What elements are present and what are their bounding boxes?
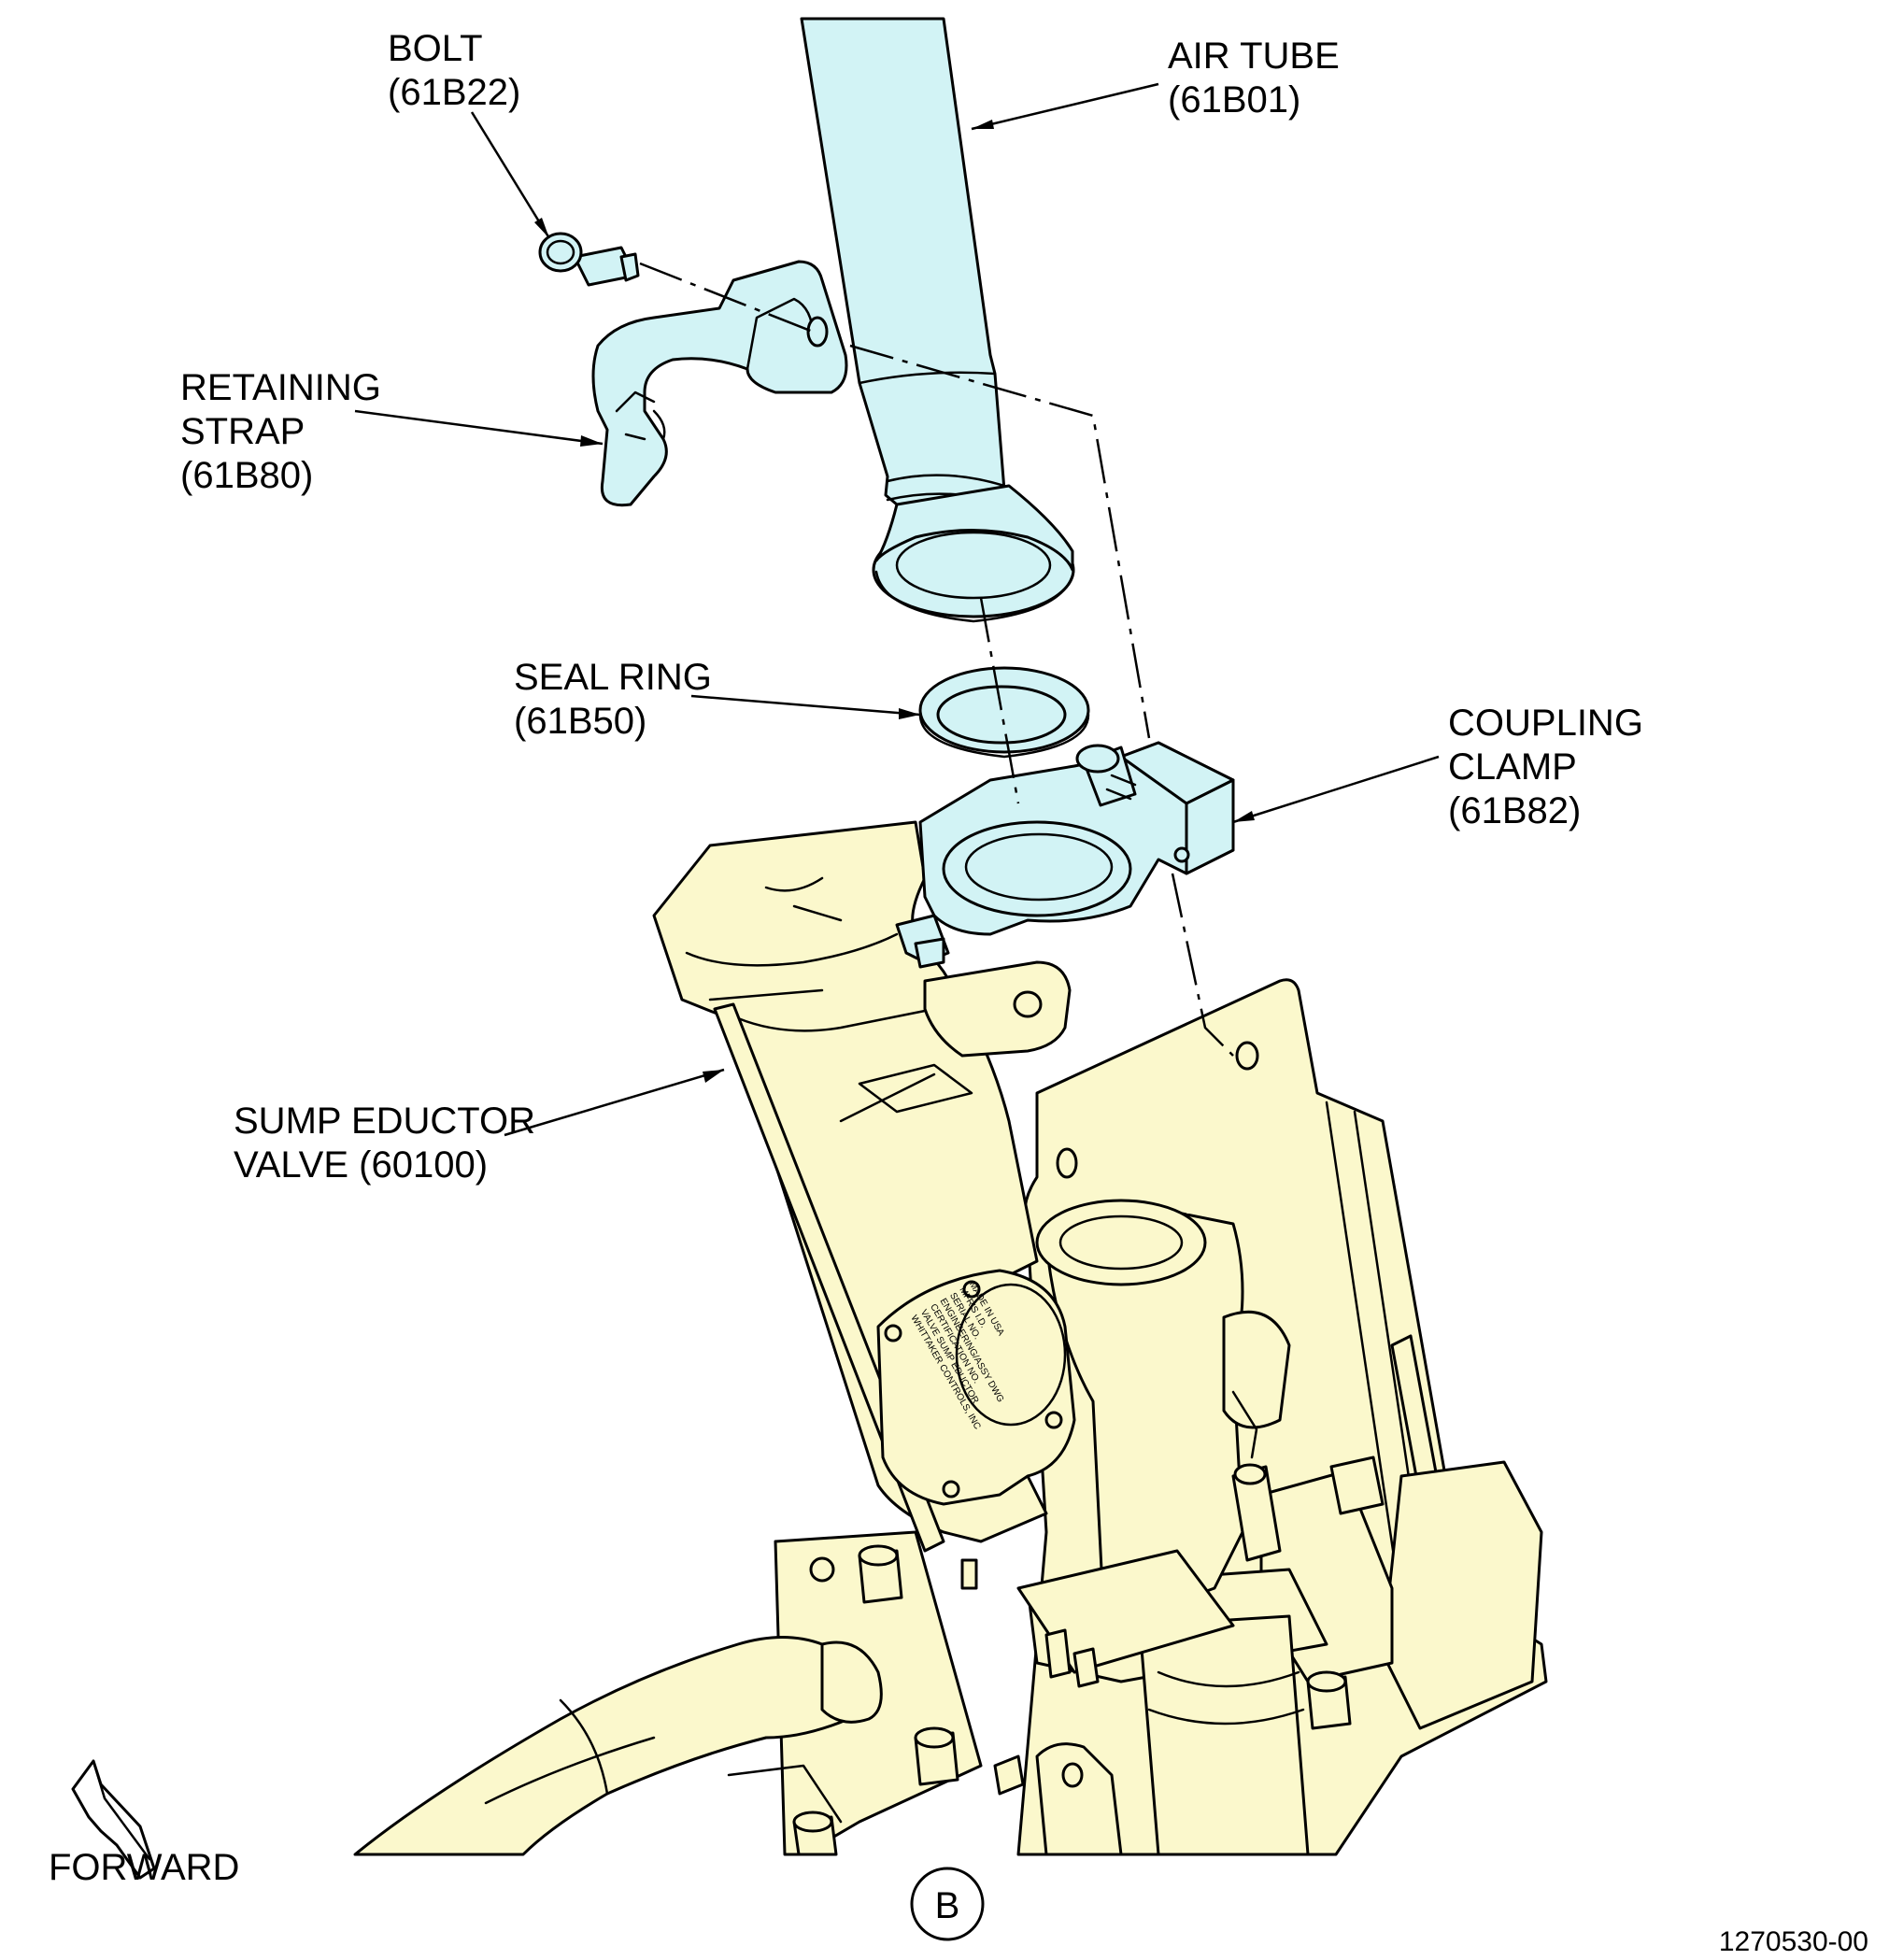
lower-support-bracket xyxy=(1035,1742,1123,1856)
seal-ring xyxy=(918,666,1090,759)
forward-arrow-icon xyxy=(71,1759,156,1880)
flange-bolt xyxy=(914,1726,959,1786)
seal-ring-part-number: (61B50) xyxy=(514,701,646,742)
bolt-part-number: (61B22) xyxy=(388,72,520,113)
assembly-centerlines xyxy=(639,262,1234,1057)
sump-eductor-valve-assembly: WHITTAKER CONTROLS, INC VALVE SUMP EDUCT… xyxy=(353,820,1548,1856)
callout-coupling-clamp: COUPLING CLAMP (61B82) xyxy=(1448,703,1643,831)
flange-bolt xyxy=(1306,1670,1352,1730)
air-tube-part-number: (61B01) xyxy=(1168,79,1300,121)
view-letter: B xyxy=(935,1885,960,1926)
callout-sump-eductor-valve: SUMP EDUCTOR VALVE (60100) xyxy=(234,1101,535,1186)
flange-bolt xyxy=(792,1811,838,1856)
retaining-strap-part-number: (61B80) xyxy=(180,455,313,496)
seal-ring-label: SEAL RING xyxy=(514,657,712,698)
callout-bolt: BOLT (61B22) xyxy=(388,28,520,113)
coupling-clamp-label-line1: COUPLING xyxy=(1448,703,1643,744)
coupling-clamp xyxy=(895,741,1235,969)
air-tube-label: AIR TUBE xyxy=(1168,36,1340,77)
callout-retaining-strap: RETAINING STRAP (61B80) xyxy=(180,367,381,496)
coupling-clamp-part-number: (61B82) xyxy=(1448,790,1581,831)
callout-air-tube: AIR TUBE (61B01) xyxy=(1168,36,1340,121)
retaining-strap-label-line1: RETAINING xyxy=(180,367,381,408)
sump-eductor-valve-label-line1: SUMP EDUCTOR xyxy=(234,1101,535,1142)
retaining-strap-label-line2: STRAP xyxy=(180,411,305,452)
flange-bolt xyxy=(858,1544,903,1604)
sump-eductor-valve-label-line2: VALVE (60100) xyxy=(234,1144,488,1186)
coupling-clamp-label-line2: CLAMP xyxy=(1448,746,1577,788)
bolt xyxy=(538,232,640,287)
outlet-tube xyxy=(1138,1614,1310,1856)
view-indicator-circle xyxy=(910,1867,985,1941)
bracket-hole xyxy=(1056,1147,1078,1179)
air-tube xyxy=(800,17,1075,623)
bolt-label: BOLT xyxy=(388,28,483,69)
figure-number: 1270530-00 xyxy=(1719,1926,1868,1957)
lower-elbow-pipe xyxy=(353,1636,871,1856)
bracket-hole xyxy=(1235,1041,1259,1071)
callout-seal-ring: SEAL RING (61B50) xyxy=(514,657,712,742)
retaining-strap xyxy=(591,260,848,507)
lower-coupling-clamp xyxy=(1381,1460,1543,1730)
forward-label: FORWARD xyxy=(49,1847,239,1888)
leader-lines xyxy=(354,82,1440,1137)
mounting-tab xyxy=(923,960,1072,1058)
valve-nameplate xyxy=(876,1269,1076,1506)
